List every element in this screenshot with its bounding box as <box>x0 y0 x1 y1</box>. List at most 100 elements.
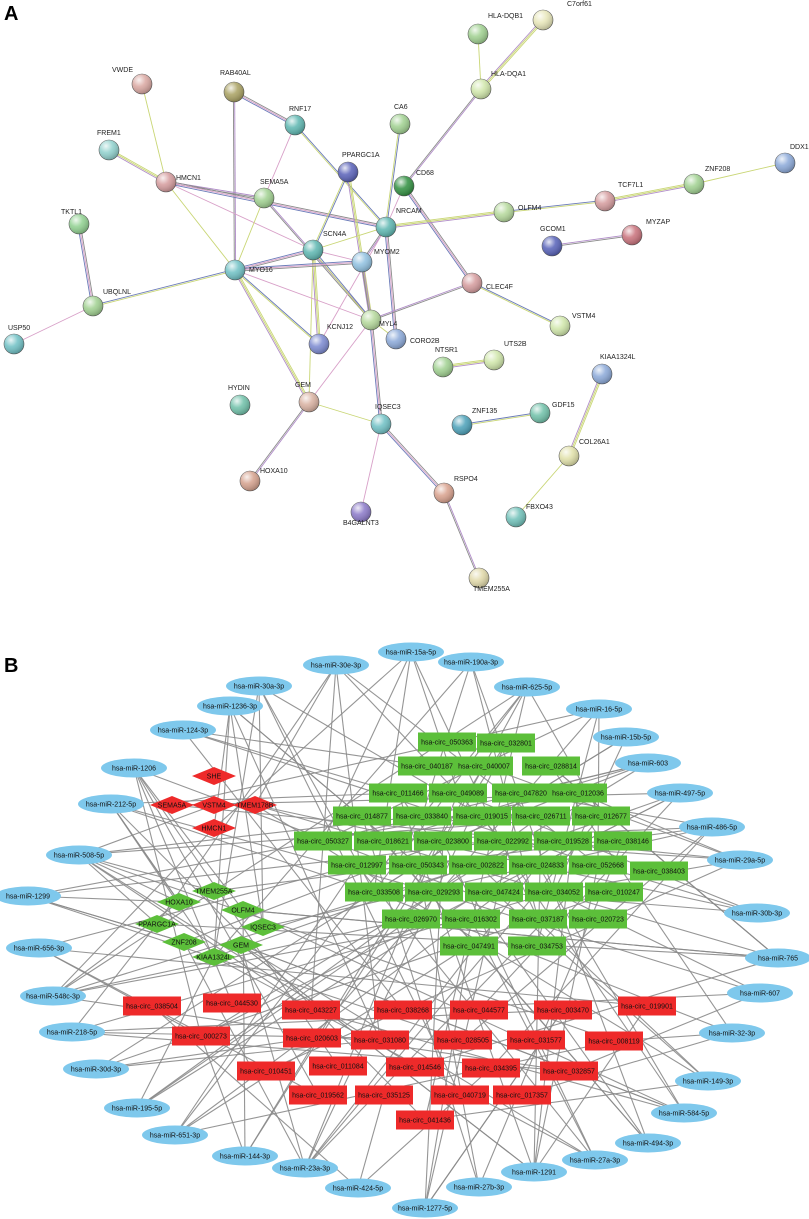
circrna-node-hsa-circ-012997[interactable]: hsa-circ_012997 <box>328 855 386 875</box>
protein-node-myo16[interactable]: MYO16 <box>224 259 273 281</box>
mirna-node-hsa-mir-144-3p[interactable]: hsa-miR-144-3p <box>212 1146 278 1166</box>
circrna-node-hsa-circ-022992[interactable]: hsa-circ_022992 <box>474 831 532 851</box>
circrna-node-hsa-circ-012036[interactable]: hsa-circ_012036 <box>549 783 607 803</box>
protein-node-ca6[interactable]: CA6 <box>389 104 411 135</box>
mirna-node-hsa-mir-1206[interactable]: hsa-miR-1206 <box>101 758 167 778</box>
circrna-node-hsa-circ-011084[interactable]: hsa-circ_011084 <box>309 1056 367 1076</box>
circrna-node-hsa-circ-008119[interactable]: hsa-circ_008119 <box>585 1031 643 1051</box>
circrna-node-hsa-circ-019562[interactable]: hsa-circ_019562 <box>289 1085 347 1105</box>
protein-node-rab40al[interactable]: RAB40AL <box>220 70 251 103</box>
protein-node-vwde[interactable]: VWDE <box>112 67 153 95</box>
circrna-node-hsa-circ-028505[interactable]: hsa-circ_028505 <box>434 1030 492 1050</box>
circrna-node-hsa-circ-043227[interactable]: hsa-circ_043227 <box>282 1000 340 1020</box>
circrna-node-hsa-circ-047820[interactable]: hsa-circ_047820 <box>492 783 550 803</box>
protein-node-ubqlnl[interactable]: UBQLNL <box>82 289 131 317</box>
protein-node-rspo4[interactable]: RSPO4 <box>433 476 478 504</box>
protein-node-scn4a[interactable]: SCN4A <box>302 231 347 261</box>
circrna-node-hsa-circ-017357[interactable]: hsa-circ_017357 <box>493 1085 551 1105</box>
mirna-node-hsa-mir-212-5p[interactable]: hsa-miR-212-5p <box>78 794 144 814</box>
circrna-node-hsa-circ-010247[interactable]: hsa-circ_010247 <box>585 882 643 902</box>
circrna-node-hsa-circ-016302[interactable]: hsa-circ_016302 <box>442 909 500 929</box>
protein-node-vstm4[interactable]: VSTM4 <box>549 313 595 337</box>
circrna-node-hsa-circ-049089[interactable]: hsa-circ_049089 <box>429 783 487 803</box>
gene-node-olfm4[interactable]: OLFM4 <box>221 901 265 919</box>
circrna-node-hsa-circ-000273[interactable]: hsa-circ_000273 <box>172 1026 230 1046</box>
mirna-node-hsa-mir-15a-5p[interactable]: hsa-miR-15a-5p <box>378 642 444 662</box>
mirna-node-hsa-mir-16-5p[interactable]: hsa-miR-16-5p <box>566 699 632 719</box>
circrna-node-hsa-circ-044530[interactable]: hsa-circ_044530 <box>203 993 261 1013</box>
protein-node-sema5a[interactable]: SEMA5A <box>253 179 289 209</box>
circrna-node-hsa-circ-034395[interactable]: hsa-circ_034395 <box>462 1058 520 1078</box>
gene-node-tmem255a[interactable]: TMEM255A <box>192 882 236 900</box>
protein-node-c7orf61[interactable]: C7orf61 <box>532 1 592 31</box>
mirna-node-hsa-mir-1299[interactable]: hsa-miR-1299 <box>0 886 61 906</box>
circrna-node-hsa-circ-032801[interactable]: hsa-circ_032801 <box>477 733 535 753</box>
circrna-node-hsa-circ-019528[interactable]: hsa-circ_019528 <box>534 831 592 851</box>
protein-node-znf208[interactable]: ZNF208 <box>683 166 730 195</box>
mirna-node-hsa-mir-218-5p[interactable]: hsa-miR-218-5p <box>39 1022 105 1042</box>
circrna-node-hsa-circ-032857[interactable]: hsa-circ_032857 <box>540 1061 598 1081</box>
protein-node-olfm4[interactable]: OLFM4 <box>493 201 541 223</box>
circrna-node-hsa-circ-003470[interactable]: hsa-circ_003470 <box>534 1000 592 1020</box>
circrna-node-hsa-circ-044577[interactable]: hsa-circ_044577 <box>450 1000 508 1020</box>
circrna-node-hsa-circ-010451[interactable]: hsa-circ_010451 <box>237 1061 295 1081</box>
gene-node-tmem178b[interactable]: TMEM178B <box>233 796 277 814</box>
circrna-node-hsa-circ-040719[interactable]: hsa-circ_040719 <box>431 1085 489 1105</box>
gene-node-hoxa10[interactable]: HOXA10 <box>157 893 201 911</box>
mirna-node-hsa-mir-486-5p[interactable]: hsa-miR-486-5p <box>679 817 745 837</box>
gene-node-ppargc1a[interactable]: PPARGC1A <box>135 915 179 933</box>
protein-node-kcnj12[interactable]: KCNJ12 <box>308 324 353 355</box>
circrna-node-hsa-circ-031080[interactable]: hsa-circ_031080 <box>351 1030 409 1050</box>
mirna-node-hsa-mir-190a-3p[interactable]: hsa-miR-190a-3p <box>438 652 504 672</box>
circrna-node-hsa-circ-038268[interactable]: hsa-circ_038268 <box>374 1000 432 1020</box>
gene-node-kiaa1324l[interactable]: KIAA1324L <box>192 948 236 966</box>
mirna-node-hsa-mir-625-5p[interactable]: hsa-miR-625-5p <box>494 677 560 697</box>
circrna-node-hsa-circ-041436[interactable]: hsa-circ_041436 <box>396 1110 454 1130</box>
mirna-node-hsa-mir-1277-5p[interactable]: hsa-miR-1277-5p <box>392 1198 458 1218</box>
mirna-node-hsa-mir-30e-3p[interactable]: hsa-miR-30e-3p <box>303 655 369 675</box>
mirna-node-hsa-mir-1291[interactable]: hsa-miR-1291 <box>501 1162 567 1182</box>
mirna-node-hsa-mir-149-3p[interactable]: hsa-miR-149-3p <box>675 1071 741 1091</box>
circrna-node-hsa-circ-038403[interactable]: hsa-circ_038403 <box>630 861 688 881</box>
protein-node-gem[interactable]: GEM <box>295 382 320 413</box>
mirna-node-hsa-mir-195-5p[interactable]: hsa-miR-195-5p <box>104 1098 170 1118</box>
circrna-node-hsa-circ-002822[interactable]: hsa-circ_002822 <box>449 855 507 875</box>
mirna-node-hsa-mir-27b-3p[interactable]: hsa-miR-27b-3p <box>446 1177 512 1197</box>
circrna-node-hsa-circ-026711[interactable]: hsa-circ_026711 <box>512 806 570 826</box>
circrna-node-hsa-circ-034052[interactable]: hsa-circ_034052 <box>525 882 583 902</box>
protein-node-hla-dqa1[interactable]: HLA-DQA1 <box>470 71 526 100</box>
mirna-node-hsa-mir-29a-5p[interactable]: hsa-miR-29a-5p <box>707 850 773 870</box>
protein-node-ppargc1a[interactable]: PPARGC1A <box>337 152 380 183</box>
circrna-node-hsa-circ-033840[interactable]: hsa-circ_033840 <box>393 806 451 826</box>
circrna-node-hsa-circ-052668[interactable]: hsa-circ_052668 <box>569 855 627 875</box>
protein-node-hoxa10[interactable]: HOXA10 <box>239 468 288 492</box>
mirna-node-hsa-mir-508-5p[interactable]: hsa-miR-508-5p <box>46 845 112 865</box>
mirna-node-hsa-mir-607[interactable]: hsa-miR-607 <box>727 983 793 1003</box>
circrna-node-hsa-circ-033508[interactable]: hsa-circ_033508 <box>345 882 403 902</box>
mirna-node-hsa-mir-584-5p[interactable]: hsa-miR-584-5p <box>651 1103 717 1123</box>
mirna-node-hsa-mir-765[interactable]: hsa-miR-765 <box>745 948 809 968</box>
protein-node-frem1[interactable]: FREM1 <box>97 130 121 161</box>
gene-node-hmcn1[interactable]: HMCN1 <box>192 819 236 837</box>
protein-node-gcom1[interactable]: GCOM1 <box>540 226 566 257</box>
circrna-node-hsa-circ-012677[interactable]: hsa-circ_012677 <box>572 806 630 826</box>
mirna-node-hsa-mir-30d-3p[interactable]: hsa-miR-30d-3p <box>63 1059 129 1079</box>
mirna-node-hsa-mir-30a-3p[interactable]: hsa-miR-30a-3p <box>226 676 292 696</box>
protein-node-myl4[interactable]: MYL4 <box>360 309 397 331</box>
protein-node-usp50[interactable]: USP50 <box>3 325 30 355</box>
protein-node-iqsec3[interactable]: IQSEC3 <box>370 404 401 435</box>
circrna-node-hsa-circ-014877[interactable]: hsa-circ_014877 <box>333 806 391 826</box>
gene-node-gem[interactable]: GEM <box>219 936 263 954</box>
circrna-node-hsa-circ-050327[interactable]: hsa-circ_050327 <box>294 831 352 851</box>
gene-node-znf208[interactable]: ZNF208 <box>162 933 206 951</box>
circrna-node-hsa-circ-035125[interactable]: hsa-circ_035125 <box>355 1085 413 1105</box>
circrna-node-hsa-circ-019901[interactable]: hsa-circ_019901 <box>618 996 676 1016</box>
mirna-node-hsa-mir-15b-5p[interactable]: hsa-miR-15b-5p <box>593 727 659 747</box>
protein-node-tcf7l1[interactable]: TCF7L1 <box>594 182 643 212</box>
circrna-node-hsa-circ-038146[interactable]: hsa-circ_038146 <box>594 831 652 851</box>
gene-node-she[interactable]: SHE <box>192 767 236 785</box>
circrna-node-hsa-circ-050343[interactable]: hsa-circ_050343 <box>389 855 447 875</box>
mirna-node-hsa-mir-27a-3p[interactable]: hsa-miR-27a-3p <box>562 1150 628 1170</box>
circrna-node-hsa-circ-047491[interactable]: hsa-circ_047491 <box>440 936 498 956</box>
protein-node-myzap[interactable]: MYZAP <box>621 219 670 246</box>
